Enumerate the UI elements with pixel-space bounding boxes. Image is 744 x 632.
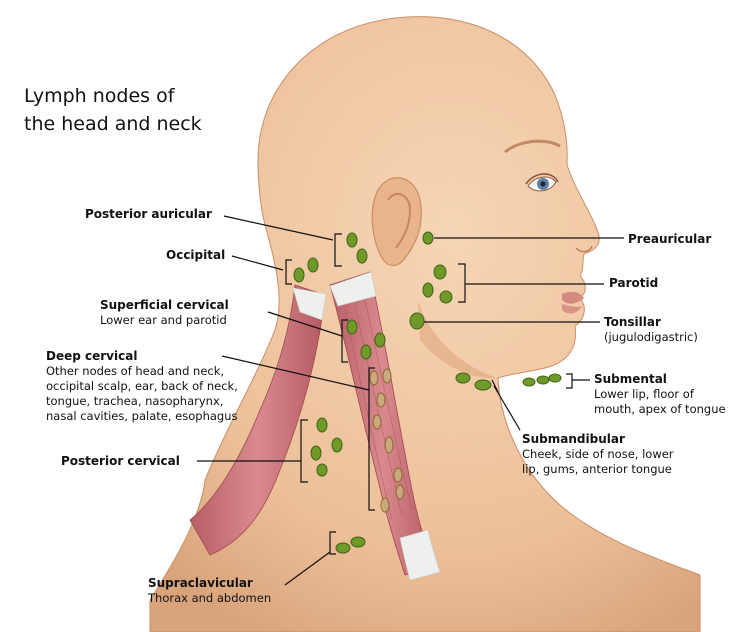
label-desc-2: lip, gums, anterior tongue (522, 462, 674, 477)
label-desc: (jugulodigastric) (604, 330, 698, 345)
title-line-1: Lymph nodes of (24, 82, 202, 110)
label-submandibular: Submandibular Cheek, side of nose, lower… (522, 432, 674, 477)
label-desc-2: mouth, apex of tongue (594, 402, 726, 417)
label-desc-4: nasal cavities, palate, esophagus (46, 409, 238, 424)
label-title: Posterior cervical (61, 454, 180, 469)
preauricular-nodes (423, 232, 433, 244)
label-posterior-auricular: Posterior auricular (85, 207, 212, 222)
title-line-2: the head and neck (24, 110, 202, 138)
label-title: Submandibular (522, 432, 674, 447)
label-title: Posterior auricular (85, 207, 212, 222)
label-title: Preauricular (628, 232, 711, 247)
label-title: Deep cervical (46, 349, 238, 364)
label-title: Tonsillar (604, 315, 698, 330)
label-desc: Lower ear and parotid (100, 313, 229, 328)
label-title: Superficial cervical (100, 298, 229, 313)
label-desc: Thorax and abdomen (148, 591, 271, 606)
submental-nodes (523, 374, 561, 386)
label-superficial-cervical: Superficial cervical Lower ear and parot… (100, 298, 229, 328)
label-title: Parotid (609, 276, 658, 291)
label-desc-1: Other nodes of head and neck, (46, 364, 238, 379)
label-parotid: Parotid (609, 276, 658, 291)
label-title: Supraclavicular (148, 576, 271, 591)
tonsillar-nodes (410, 313, 424, 329)
label-desc-1: Cheek, side of nose, lower (522, 447, 674, 462)
label-preauricular: Preauricular (628, 232, 711, 247)
label-desc-3: tongue, trachea, nasopharynx, (46, 394, 238, 409)
label-desc-1: Lower lip, floor of (594, 387, 726, 402)
label-supraclavicular: Supraclavicular Thorax and abdomen (148, 576, 271, 606)
label-deep-cervical: Deep cervical Other nodes of head and ne… (46, 349, 238, 424)
label-occipital: Occipital (166, 248, 225, 263)
pupil (541, 182, 546, 187)
label-title: Occipital (166, 248, 225, 263)
diagram-title: Lymph nodes of the head and neck (24, 82, 202, 138)
label-title: Submental (594, 372, 726, 387)
label-posterior-cervical: Posterior cervical (61, 454, 180, 469)
label-desc-2: occipital scalp, ear, back of neck, (46, 379, 238, 394)
label-submental: Submental Lower lip, floor of mouth, ape… (594, 372, 726, 417)
label-tonsillar: Tonsillar (jugulodigastric) (604, 315, 698, 345)
